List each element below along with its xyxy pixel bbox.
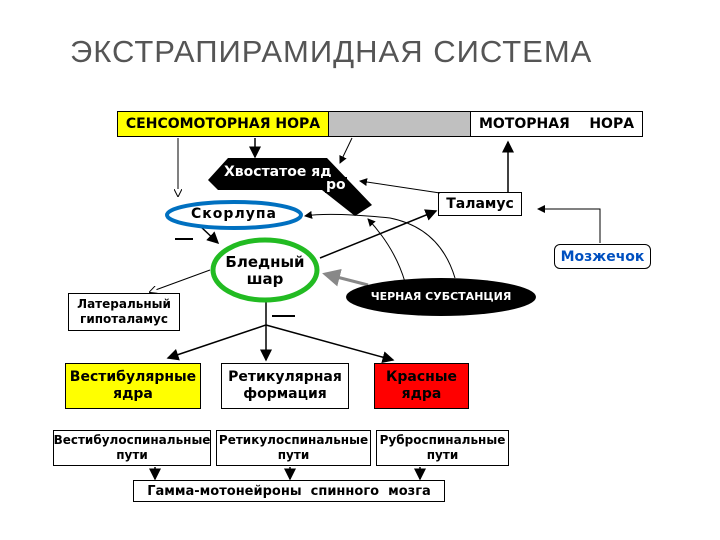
arrow-globus-thalamus <box>319 209 438 259</box>
hypothalamus-box: Латеральный гипоталамус <box>68 293 180 331</box>
sensory-cortex-label: СЕНСОМОТОРНАЯ НОРА <box>125 116 321 132</box>
arrow-cerebellum-thalamus <box>537 205 601 243</box>
arrow-putamen-globus <box>199 225 220 245</box>
motor-cortex-box: МОТОРНАЯ НОРА <box>470 111 643 137</box>
vestibular-nuclei-box: Вестибулярные ядра <box>65 363 201 409</box>
cerebellum-label: Мозжечок <box>560 248 645 265</box>
motor-cortex-label: МОТОРНАЯ НОРА <box>478 116 635 132</box>
nigra-label: ЧЕРНАЯ СУБСТАНЦИЯ <box>370 290 512 303</box>
arrow-nigra-globus <box>322 268 369 287</box>
rubrospinal-box: Руброспинальные пути <box>376 430 509 466</box>
reticulospinal-box: Ретикулоспинальные пути <box>216 430 371 466</box>
gray-bar <box>328 111 471 137</box>
red-nuclei-box: Красные ядра <box>374 363 469 409</box>
caudate-label: Хвостатое яд <box>224 164 332 180</box>
caudate-shape <box>208 158 372 216</box>
arrow-globus-vestibular <box>166 298 267 361</box>
cerebellum-box: Мозжечок <box>554 244 651 269</box>
nigra-ellipse <box>346 278 536 316</box>
caudate-label-end: ро <box>325 177 347 193</box>
vestibulospinal-box: Вестибулоспинальные пути <box>53 430 211 466</box>
thalamus-box: Таламус <box>438 192 522 216</box>
thalamus-label: Таламус <box>446 196 514 212</box>
arrow-globus-hypothalamus <box>150 269 211 292</box>
putamen-label: Скорлупа <box>191 206 277 222</box>
sensory-cortex-box: СЕНСОМОТОРНАЯ НОРА <box>117 111 329 137</box>
globus-ellipse <box>210 237 320 303</box>
globus-label: Бледный шар <box>225 253 305 288</box>
arrow-nigra-caudate <box>367 218 406 283</box>
arrow-gray-caudate <box>339 137 353 164</box>
page-title: ЭКСТРАПИРАМИДНАЯ СИСТЕМА <box>70 34 593 69</box>
arrow-globus-red <box>265 324 395 363</box>
arrow-thalamus-caudate <box>359 178 441 194</box>
gamma-motoneurons-box: Гамма-мотонейроны спинного мозга <box>133 480 445 502</box>
putamen-ellipse <box>165 200 303 230</box>
arrow-nigra-putamen <box>304 210 456 279</box>
reticular-formation-box: Ретикулярная формация <box>221 363 349 409</box>
